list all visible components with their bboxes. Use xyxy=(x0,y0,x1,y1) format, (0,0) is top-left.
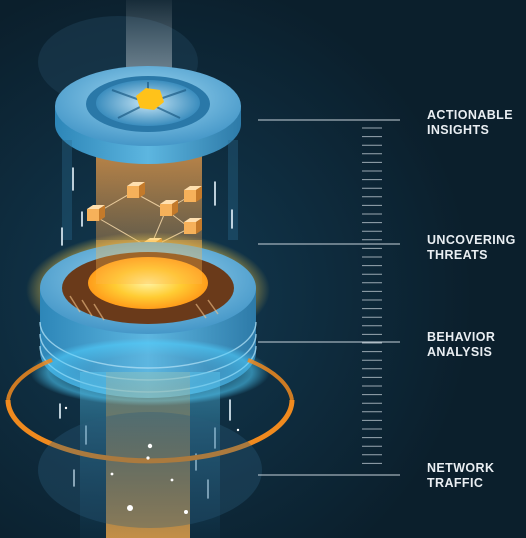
glass-edge-right xyxy=(228,140,238,240)
top-disk xyxy=(55,66,241,164)
label-uncovering-threats: UNCOVERING THREATS xyxy=(427,233,516,263)
network-traffic-ring xyxy=(5,358,295,528)
cube-icon xyxy=(127,182,145,198)
label-line: ANALYSIS xyxy=(427,345,493,359)
particle-dots xyxy=(64,406,240,514)
label-line: INSIGHTS xyxy=(427,123,490,137)
cube-icon xyxy=(87,205,105,221)
label-line: THREATS xyxy=(427,248,488,262)
measurement-ruler xyxy=(362,127,382,464)
glowing-core xyxy=(88,257,208,309)
glass-edge-left xyxy=(62,140,72,240)
label-behavior-analysis: BEHAVIOR ANALYSIS xyxy=(427,330,495,360)
label-line: UNCOVERING xyxy=(427,233,516,247)
orange-column xyxy=(106,372,190,538)
guide-lines xyxy=(258,119,400,476)
cube-icon xyxy=(184,218,202,234)
label-network-traffic: NETWORK TRAFFIC xyxy=(427,461,494,491)
label-line: ACTIONABLE xyxy=(427,108,513,122)
label-line: TRAFFIC xyxy=(427,476,484,490)
label-line: BEHAVIOR xyxy=(427,330,496,344)
cube-icon xyxy=(160,200,178,216)
cube-icon xyxy=(184,186,202,202)
hexagon-core-icon xyxy=(136,88,164,110)
label-line: NETWORK xyxy=(427,461,495,475)
label-actionable-insights: ACTIONABLE INSIGHTS xyxy=(427,108,513,138)
